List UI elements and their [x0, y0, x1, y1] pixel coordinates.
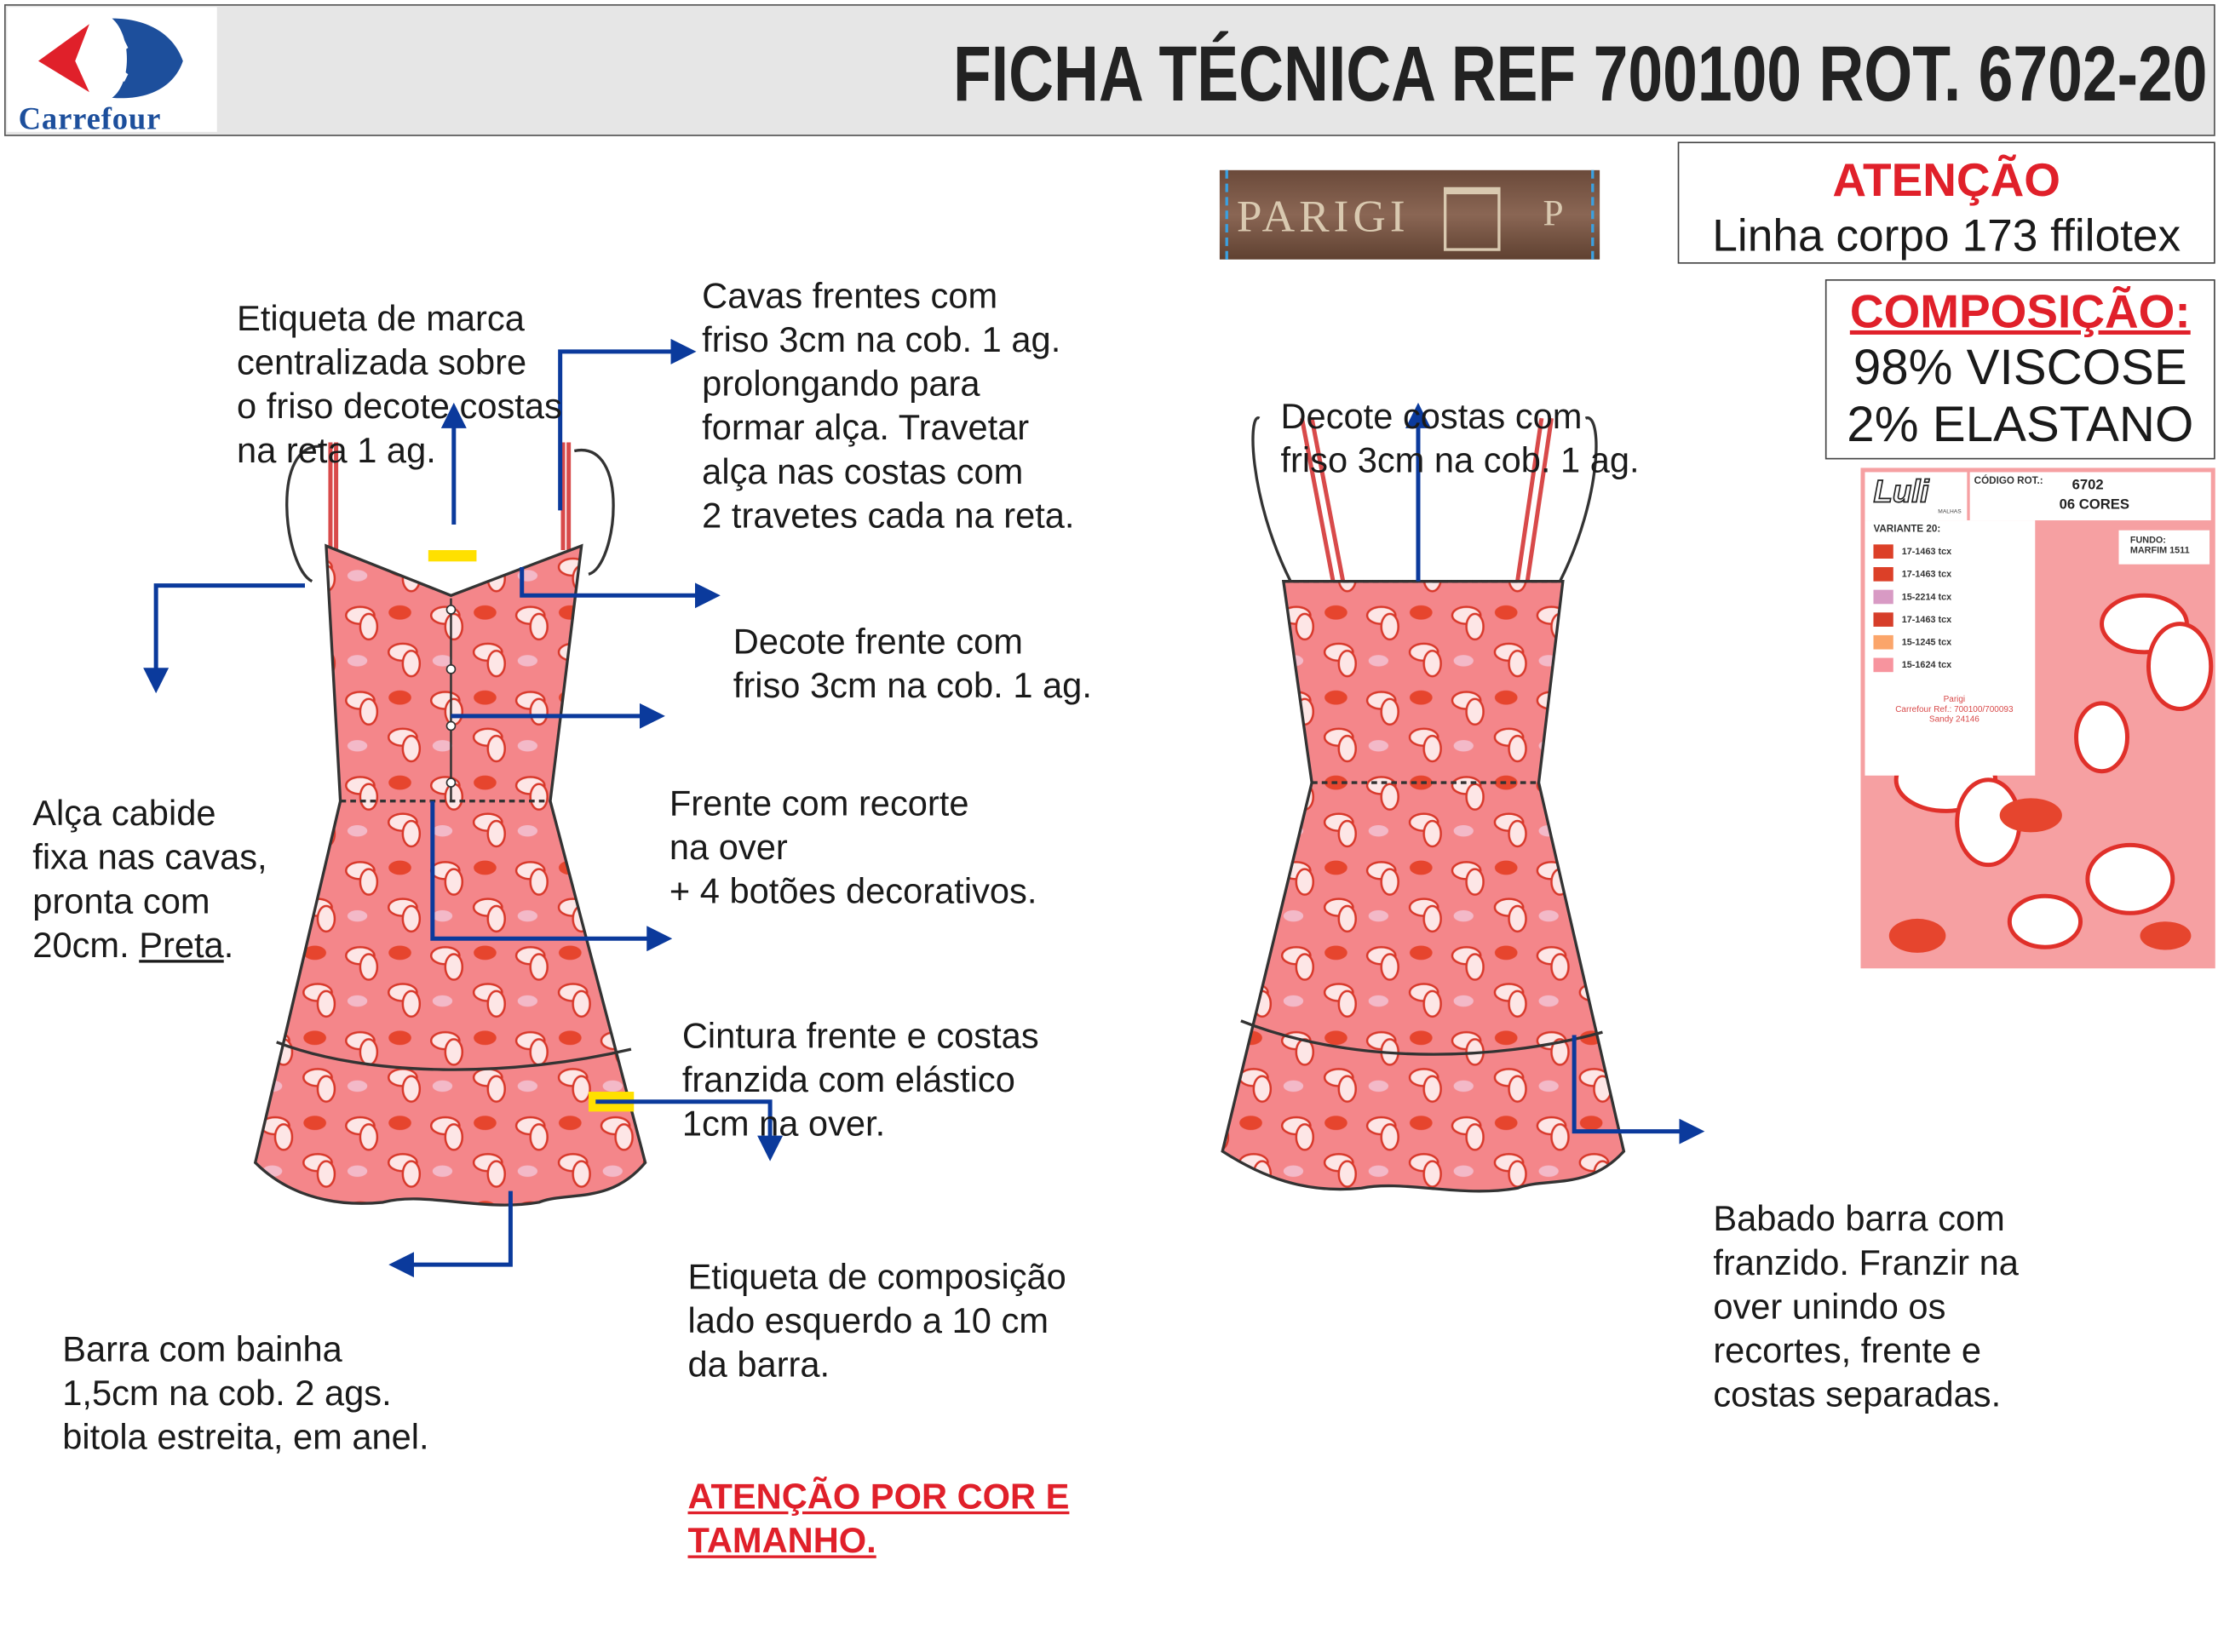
fundo-value: MARFIM 1511 [2129, 546, 2190, 556]
attention-box: ATENÇÃO Linha corpo 173 ffilotex [1677, 141, 2215, 264]
code-label: CÓDIGO ROT.: [1974, 476, 2043, 487]
luli-logo-sub: MALHAS [1938, 508, 1962, 515]
attention-title: ATENÇÃO [1832, 152, 2061, 206]
color-swatch [1873, 634, 1893, 650]
swatch-row: 15-1624 tcx [1873, 654, 2035, 677]
composition-title: COMPOSIÇÃO: [1849, 284, 2191, 338]
fundo-label: FUNDO: [2129, 536, 2166, 547]
card-footer: Sandy 24146 [1928, 715, 1980, 725]
composition-line: 2% ELASTANO [1847, 397, 2194, 453]
page-title: FICHA TÉCNICA REF 700100 ROT. 6702-20 [952, 29, 2207, 118]
swatch-code: 15-1245 tcx [1901, 637, 1952, 648]
brand-name: Carrefour [18, 100, 162, 136]
swatch-row: 17-1463 tcx [1873, 540, 2035, 563]
callout-arrows [143, 338, 1705, 1278]
colors-count: 06 CORES [2059, 497, 2129, 513]
swatch-code: 15-2214 tcx [1901, 592, 1952, 602]
composition-line: 98% VISCOSE [1853, 340, 2187, 396]
swatch-row: 15-1245 tcx [1873, 631, 2035, 654]
swatch-code: 17-1463 tcx [1901, 614, 1952, 625]
swatch-code: 17-1463 tcx [1901, 546, 1952, 557]
emblem-icon [1443, 186, 1501, 251]
brand-label-text: PARIGI [1236, 190, 1410, 242]
attention-line: Linha corpo 173 ffilotex [1712, 209, 2181, 261]
warning-text: ATENÇÃO POR COR E [687, 1477, 1070, 1517]
front-dress-drawing [253, 442, 647, 1207]
brand-label: PARIGI P [1219, 169, 1600, 260]
swatch-code: 15-1624 tcx [1901, 660, 1952, 670]
warning-text: TAMANHO. [687, 1521, 876, 1562]
swatch-row: 15-2214 tcx [1873, 586, 2035, 609]
technical-drawings [143, 338, 1705, 1278]
composition-box: COMPOSIÇÃO: 98% VISCOSE 2% ELASTANO [1824, 279, 2215, 460]
color-swatch [1873, 544, 1893, 559]
swatch-code: 17-1463 tcx [1901, 569, 1952, 580]
swatch-row: 17-1463 tcx [1873, 608, 2035, 631]
card-footer: Carrefour Ref.: 700100/700093 [1895, 706, 2014, 715]
card-footer: Parigi [1943, 696, 1966, 705]
brand-label-mark [428, 550, 477, 562]
code-value: 6702 [2071, 478, 2104, 494]
header-bar [3, 3, 2215, 136]
variant-label: VARIANTE 20: [1873, 525, 1941, 535]
carrefour-logo-icon [37, 18, 183, 99]
back-dress-drawing [1221, 416, 1626, 1193]
swatch-row: 17-1463 tcx [1873, 563, 2035, 586]
carrefour-logo: Carrefour [7, 7, 217, 136]
color-swatch [1873, 657, 1893, 673]
color-swatch [1873, 612, 1893, 627]
color-swatch [1873, 567, 1893, 582]
color-card: Luli MALHAS CÓDIGO ROT.: 6702 06 CORES V… [1860, 467, 2215, 969]
color-swatch [1873, 589, 1893, 605]
brand-label-size: P [1543, 192, 1564, 234]
luli-logo: Luli [1873, 473, 1930, 509]
